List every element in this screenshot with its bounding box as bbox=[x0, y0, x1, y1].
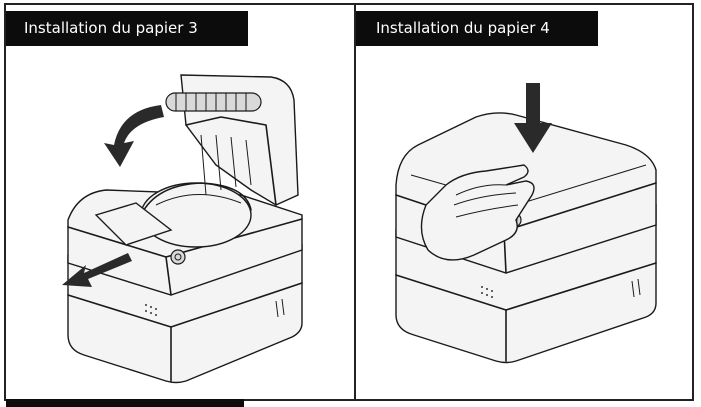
step-title-4: Installation du papier 4 bbox=[356, 11, 598, 46]
step-panel-3: Installation du papier 3 bbox=[6, 5, 354, 399]
vent-dots bbox=[145, 304, 157, 316]
paper-sheet bbox=[94, 202, 173, 246]
panel-divider bbox=[354, 3, 356, 401]
next-step-title-bar-edge bbox=[6, 399, 244, 407]
press-down-arrow-icon bbox=[514, 83, 552, 153]
hand-illustration bbox=[420, 164, 535, 261]
paper-roll bbox=[140, 182, 252, 248]
step-title-3: Installation du papier 3 bbox=[6, 11, 248, 46]
platen-roller bbox=[165, 92, 262, 112]
printer-open-illustration bbox=[62, 74, 303, 384]
vent-dots bbox=[481, 286, 493, 298]
step-panel-4: Installation du papier 4 bbox=[356, 5, 692, 399]
rotate-arrow-icon bbox=[104, 105, 164, 167]
printer-closed-illustration bbox=[395, 83, 657, 364]
power-button bbox=[170, 249, 186, 265]
pull-arrow-icon bbox=[62, 253, 132, 287]
